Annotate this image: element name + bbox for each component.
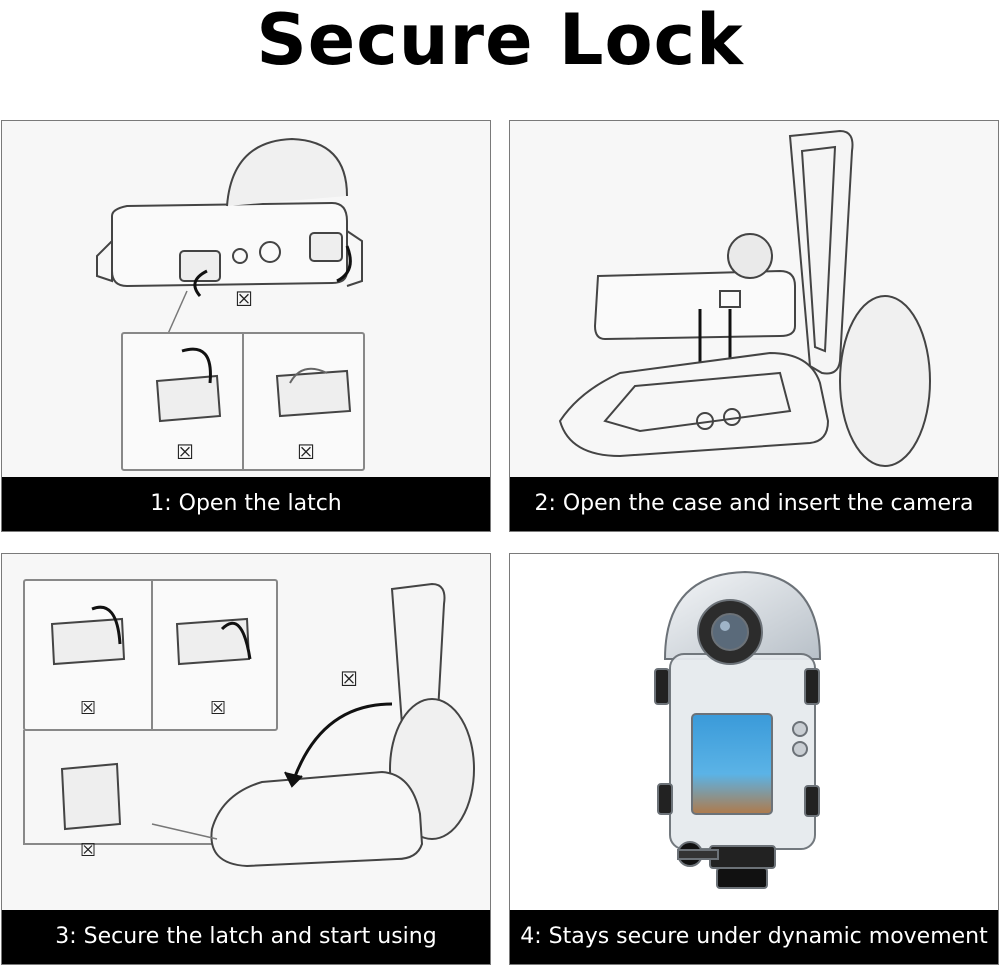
step-2-illustration (558, 129, 931, 467)
step-2-caption: 2: Open the case and insert the camera (510, 477, 998, 531)
step-1-panel: ☒ ☒ ☒ 1: Open the latch (1, 120, 491, 532)
step-4-product-photo (654, 570, 822, 889)
marker-1b: ☒ (176, 440, 194, 464)
page-title: Secure Lock (256, 0, 744, 81)
step-3-caption: 3: Secure the latch and start using (2, 910, 490, 964)
marker-3c: ☒ (340, 667, 358, 691)
step-3-panel: ☒ ☒ ☒ ☒ 3: Secure the latch and start us… (1, 553, 491, 965)
marker-3d: ☒ (80, 840, 96, 861)
step-4-panel: 4: Stays secure under dynamic movement (509, 553, 999, 965)
step-1-caption: 1: Open the latch (2, 477, 490, 531)
marker-1c: ☒ (297, 440, 315, 464)
marker-3b: ☒ (210, 698, 226, 719)
step-3-illustration: ☒ ☒ ☒ ☒ (23, 579, 475, 868)
step-4-caption: 4: Stays secure under dynamic movement (510, 910, 998, 964)
step-1-illustration: ☒ ☒ ☒ (96, 137, 365, 471)
marker-1a: ☒ (235, 287, 253, 311)
marker-3a: ☒ (80, 698, 96, 719)
step-2-panel: 2: Open the case and insert the camera (509, 120, 999, 532)
